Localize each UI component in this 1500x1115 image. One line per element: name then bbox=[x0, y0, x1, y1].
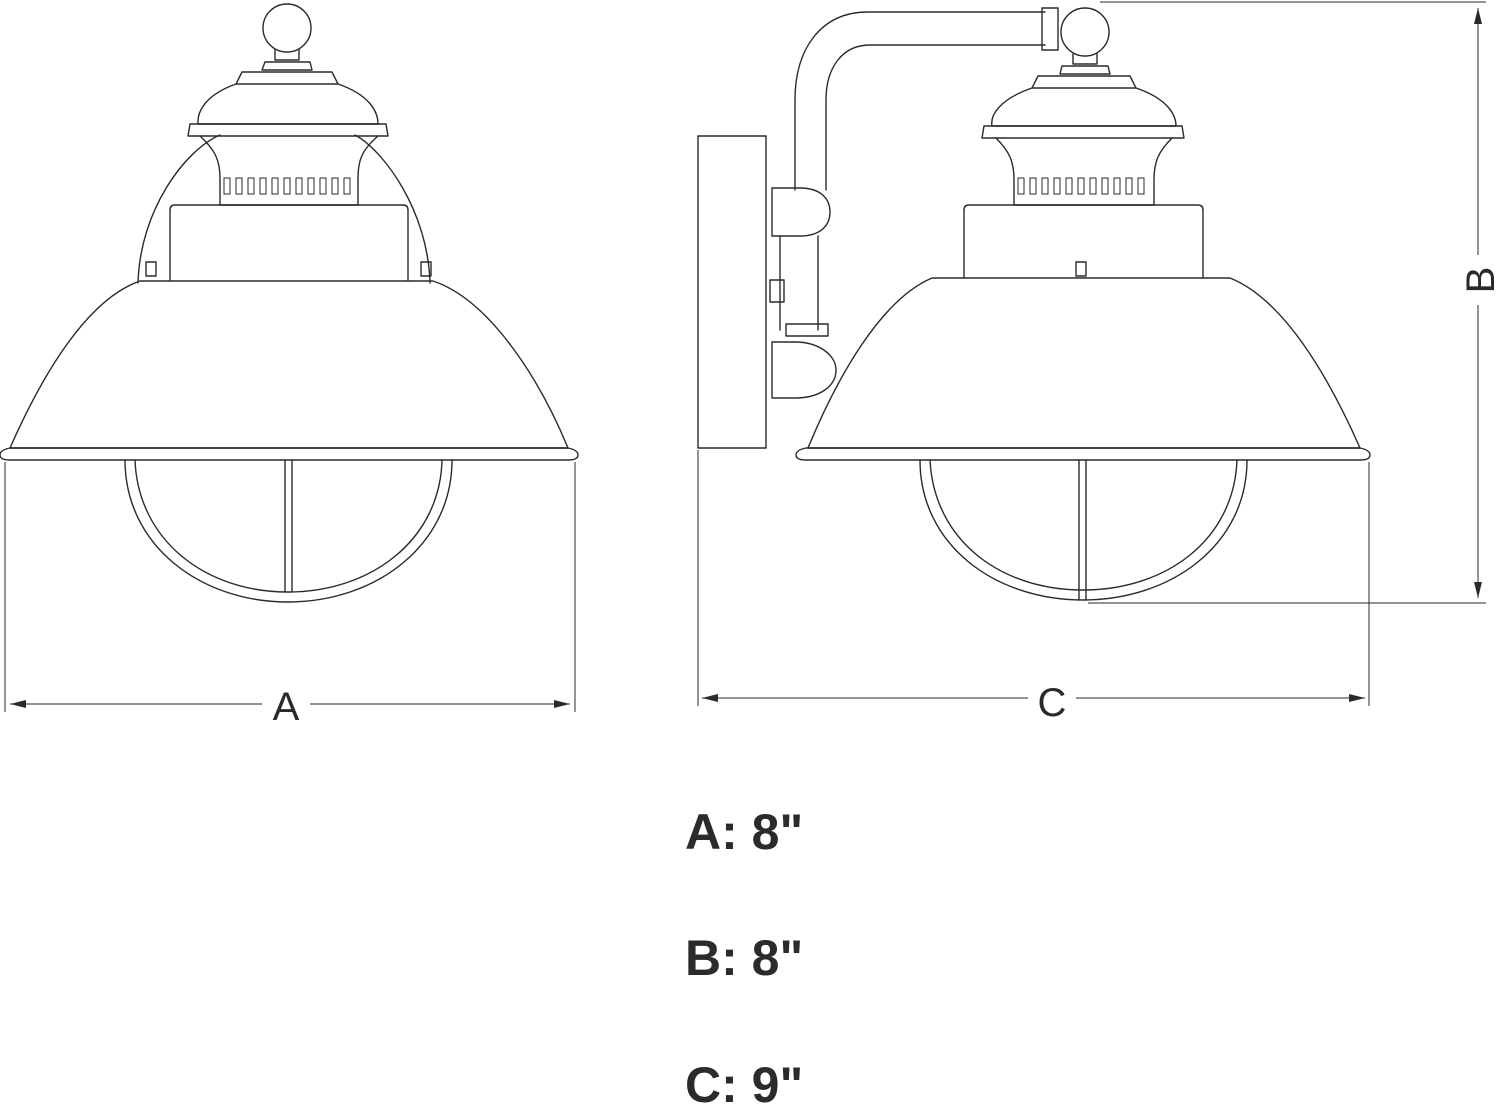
front-backplate-arc bbox=[137, 134, 431, 284]
legend-c: C: 9" bbox=[685, 1057, 804, 1113]
side-finial bbox=[1060, 7, 1110, 57]
front-collar bbox=[169, 204, 409, 281]
dimension-a: A bbox=[4, 462, 576, 729]
front-neck bbox=[199, 135, 379, 206]
front-screw-right bbox=[420, 261, 432, 277]
front-cap bbox=[197, 61, 379, 125]
front-vent-slots bbox=[223, 177, 351, 195]
side-glass-globe bbox=[919, 459, 1248, 601]
dimension-b: B bbox=[1088, 1, 1500, 604]
side-wall-plate bbox=[697, 135, 767, 449]
dimension-label-a: A bbox=[273, 685, 300, 729]
legend-b: B: 8" bbox=[685, 930, 804, 986]
side-collar bbox=[963, 204, 1204, 279]
side-screw bbox=[1075, 261, 1087, 277]
side-shade-rim bbox=[795, 447, 1371, 461]
side-shade bbox=[807, 277, 1361, 449]
side-view bbox=[697, 7, 1371, 601]
side-cap bbox=[991, 65, 1177, 127]
side-arm bbox=[794, 11, 1046, 191]
dimension-c: C bbox=[697, 450, 1370, 725]
side-vent-slots bbox=[1017, 177, 1145, 195]
front-shade-rim bbox=[0, 447, 579, 461]
side-neck bbox=[995, 137, 1173, 206]
dimension-label-b: B bbox=[1459, 267, 1500, 294]
legend-a: A: 8" bbox=[685, 804, 804, 860]
front-cage bbox=[134, 459, 443, 593]
front-shade bbox=[9, 280, 569, 449]
dimension-label-c: C bbox=[1038, 681, 1067, 725]
front-screw-left bbox=[145, 261, 157, 277]
side-cage bbox=[929, 459, 1238, 601]
front-glass-globe bbox=[124, 459, 453, 603]
front-finial bbox=[262, 3, 312, 53]
front-view bbox=[0, 3, 579, 603]
